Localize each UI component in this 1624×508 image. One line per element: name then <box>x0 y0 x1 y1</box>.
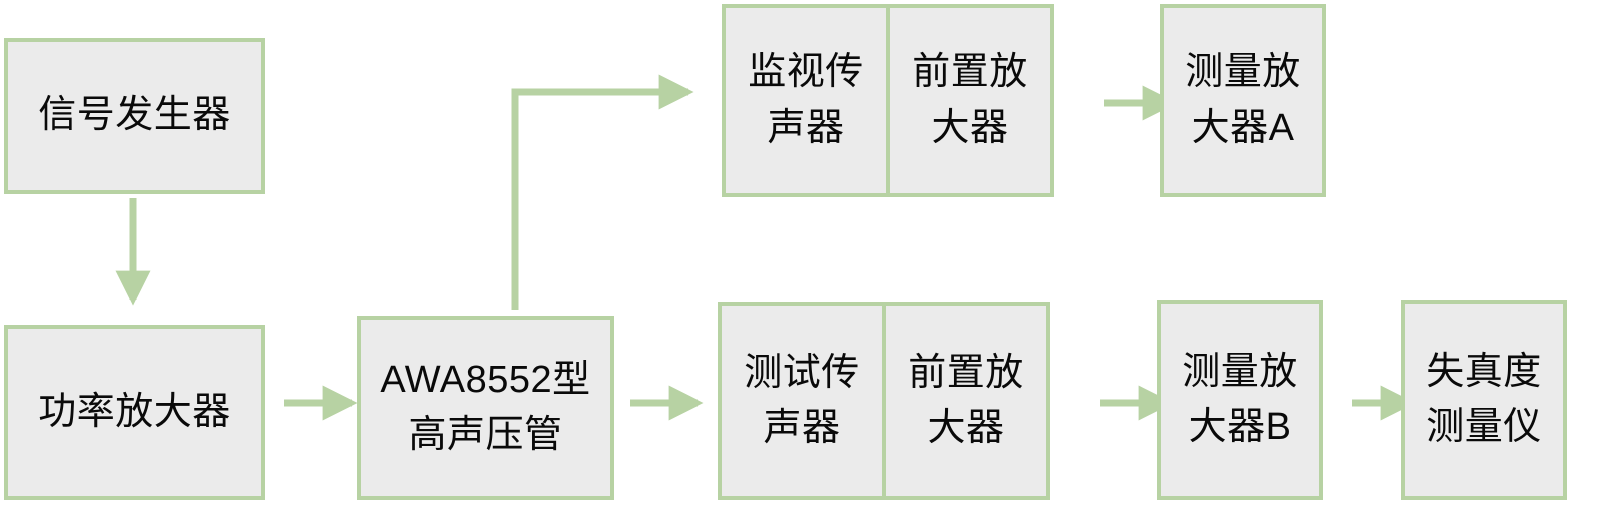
node-monitor-preamplifier-line-1: 前置放 <box>912 51 1028 94</box>
node-test-preamplifier-line-2: 大器 <box>927 407 1005 449</box>
node-test-preamplifier-line-1: 前置放 <box>908 351 1024 394</box>
connector-awa8552-to-monitor-microphone <box>511 74 694 310</box>
node-awa8552-tube-line-1: AWA8552型 <box>380 358 591 401</box>
node-monitor-microphone-line-1: 监视传 <box>748 51 864 94</box>
node-test-microphone-line-2: 声器 <box>763 407 841 449</box>
node-measuring-amplifier-a[interactable]: 测量放 大器A <box>1160 4 1326 197</box>
node-distortion-meter-line-1: 失真度 <box>1426 350 1542 393</box>
node-measuring-amplifier-b[interactable]: 测量放 大器B <box>1157 300 1323 500</box>
node-power-amplifier[interactable]: 功率放大器 <box>4 325 265 500</box>
node-power-amplifier-line-1: 功率放大器 <box>38 390 231 433</box>
node-awa8552-tube[interactable]: AWA8552型 高声压管 <box>357 316 614 500</box>
node-monitor-preamplifier-line-2: 大器 <box>931 106 1009 149</box>
node-awa8552-tube-line-2: 高声压管 <box>408 414 563 456</box>
node-test-microphone-line-1: 测试传 <box>744 351 860 394</box>
node-measuring-amplifier-b-line-1: 测量放 <box>1182 350 1298 393</box>
node-measuring-amplifier-b-line-2: 大器B <box>1188 406 1292 448</box>
node-signal-generator[interactable]: 信号发生器 <box>4 38 265 194</box>
node-distortion-meter[interactable]: 失真度 测量仪 <box>1401 300 1567 500</box>
node-monitor-microphone-line-2: 声器 <box>767 106 845 149</box>
node-test-preamplifier[interactable]: 前置放 大器 <box>884 302 1050 500</box>
node-signal-generator-line-1: 信号发生器 <box>38 94 231 137</box>
node-test-microphone[interactable]: 测试传 声器 <box>718 302 884 500</box>
node-measuring-amplifier-a-line-1: 测量放 <box>1185 51 1301 94</box>
node-distortion-meter-line-2: 测量仪 <box>1426 406 1542 448</box>
node-monitor-preamplifier[interactable]: 前置放 大器 <box>888 4 1054 197</box>
node-measuring-amplifier-a-line-2: 大器A <box>1191 106 1295 149</box>
node-monitor-microphone[interactable]: 监视传 声器 <box>722 4 888 197</box>
